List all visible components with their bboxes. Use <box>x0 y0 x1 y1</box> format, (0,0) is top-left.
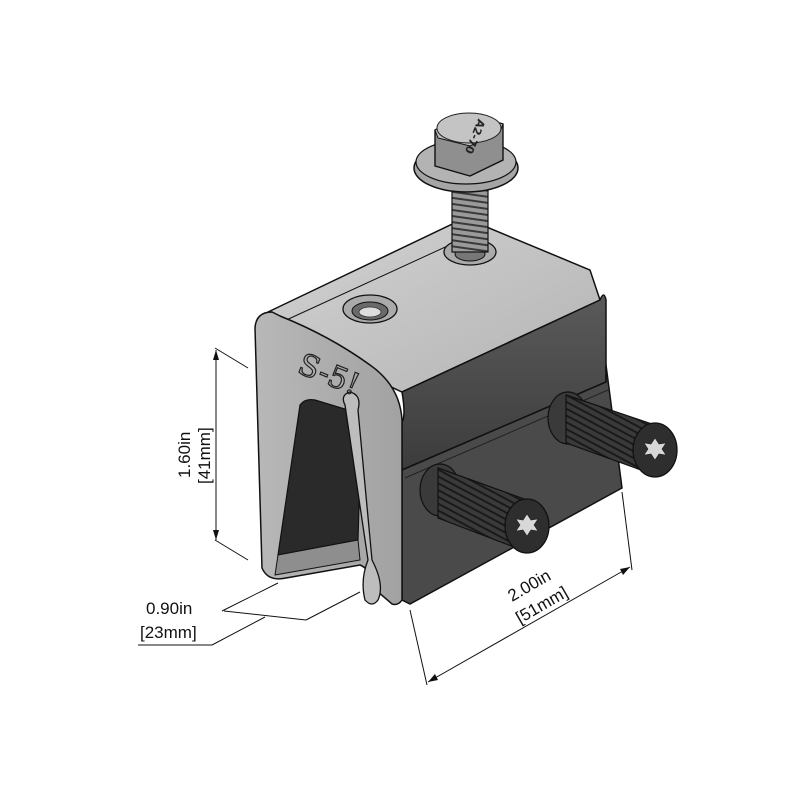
width-imperial: 0.90in <box>146 599 192 618</box>
height-metric: [41mm] <box>195 427 214 484</box>
height-imperial: 1.60in <box>175 432 194 478</box>
threaded-hole <box>342 294 398 324</box>
width-metric: [23mm] <box>140 623 197 642</box>
torx-icon <box>515 513 539 537</box>
torx-icon <box>643 437 667 461</box>
clamp-front-face <box>254 311 403 606</box>
top-bolt: A2-70 <box>413 112 519 266</box>
setscrew-front <box>419 463 550 554</box>
dimension-height: 1.60in [41mm] <box>175 347 249 561</box>
setscrew-rear <box>547 391 678 478</box>
dimension-width: 0.90in [23mm] <box>138 582 361 646</box>
